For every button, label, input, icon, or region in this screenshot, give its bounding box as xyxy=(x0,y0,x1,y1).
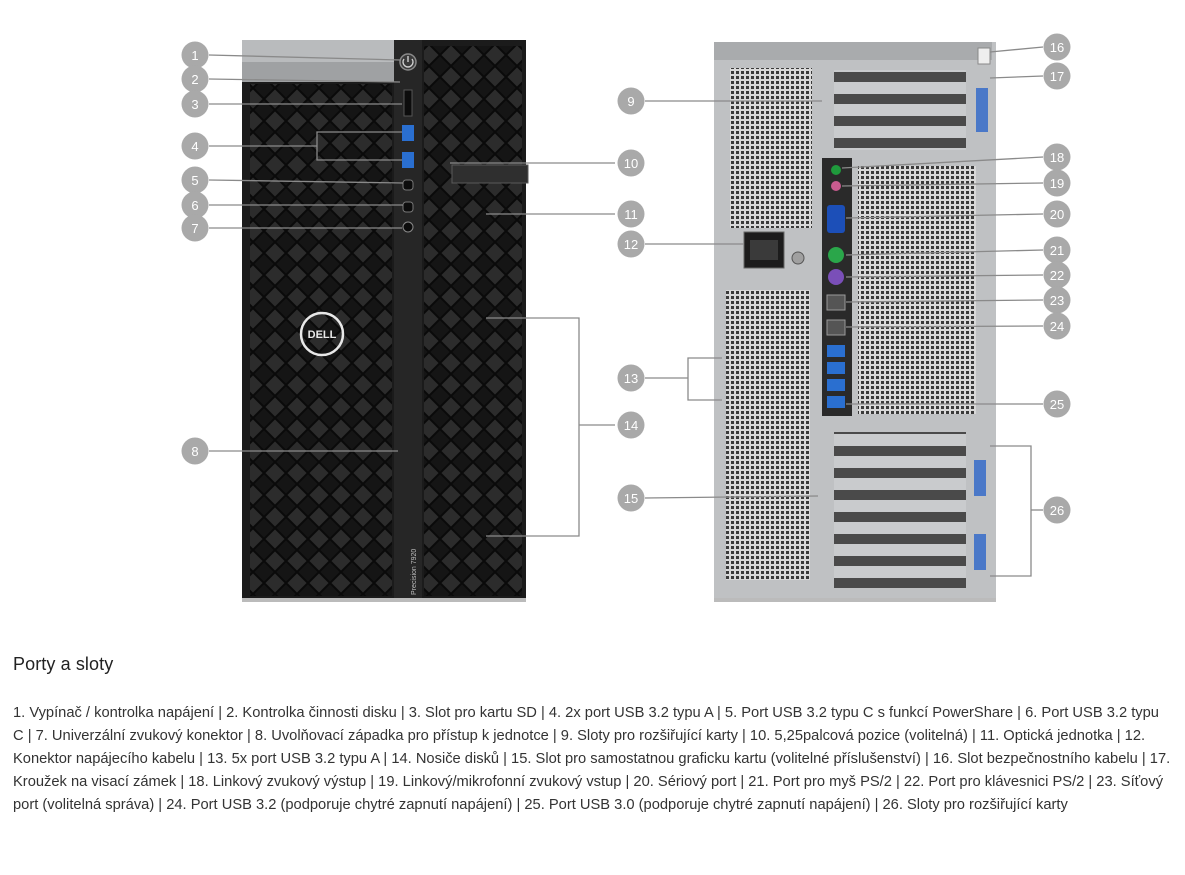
callout-16: 16 xyxy=(1043,33,1071,61)
svg-text:10: 10 xyxy=(624,156,638,171)
callout-5: 5 xyxy=(181,166,209,194)
svg-text:2: 2 xyxy=(191,72,198,87)
svg-text:23: 23 xyxy=(1050,293,1064,308)
svg-text:18: 18 xyxy=(1050,150,1064,165)
svg-text:16: 16 xyxy=(1050,40,1064,55)
callout-13: 13 xyxy=(617,364,645,392)
front-view: DELL Precision 7920 xyxy=(242,40,529,602)
section-title: Porty a sloty xyxy=(13,654,114,674)
callout-8: 8 xyxy=(181,437,209,465)
callout-25: 25 xyxy=(1043,390,1071,418)
callout-10: 10 xyxy=(617,149,645,177)
expansion-slot-clip xyxy=(974,460,986,496)
svg-text:11: 11 xyxy=(624,207,638,222)
network-port xyxy=(826,319,846,336)
lower-expansion-slots xyxy=(834,432,966,588)
audio-jack-icon xyxy=(402,221,414,233)
callout-22: 22 xyxy=(1043,261,1071,289)
rear-view xyxy=(714,42,996,602)
callout-9: 9 xyxy=(617,87,645,115)
svg-text:12: 12 xyxy=(624,237,638,252)
usb-c-powershare-port xyxy=(402,179,414,191)
callout-4: 4 xyxy=(181,132,209,160)
drive-carriers xyxy=(726,290,810,580)
callout-19: 19 xyxy=(1043,169,1071,197)
callout-1: 1 xyxy=(181,41,209,69)
svg-text:22: 22 xyxy=(1050,268,1064,283)
callout-12: 12 xyxy=(617,230,645,258)
svg-text:24: 24 xyxy=(1050,319,1064,334)
ports-legend: 1. Vypínač / kontrolka napájení | 2. Kon… xyxy=(13,705,1171,813)
line-in-jack xyxy=(831,181,841,191)
usb-c-port xyxy=(402,201,414,213)
callout-11: 11 xyxy=(617,200,645,228)
svg-text:9: 9 xyxy=(627,94,634,109)
callout-18: 18 xyxy=(1043,143,1071,171)
usb-a-port xyxy=(402,152,414,168)
svg-text:15: 15 xyxy=(624,491,638,506)
callout-15: 15 xyxy=(617,484,645,512)
psu-vent xyxy=(730,68,812,228)
callout-2: 2 xyxy=(181,65,209,93)
upper-expansion-slots xyxy=(834,70,966,150)
svg-text:3: 3 xyxy=(191,97,198,112)
callout-6: 6 xyxy=(181,191,209,219)
svg-text:7: 7 xyxy=(191,221,198,236)
callout-26: 26 xyxy=(1043,496,1071,524)
dell-logo-text: DELL xyxy=(308,329,337,341)
svg-text:14: 14 xyxy=(624,418,638,433)
main-vent xyxy=(858,166,976,414)
callout-3: 3 xyxy=(181,90,209,118)
workstation-diagram: DELL Precision 7920 xyxy=(181,33,1071,602)
callout-14: 14 xyxy=(617,411,645,439)
svg-text:1: 1 xyxy=(191,48,198,63)
callout-7: 7 xyxy=(181,214,209,242)
svg-text:25: 25 xyxy=(1050,397,1064,412)
security-cable-slot xyxy=(977,47,991,65)
io-panel xyxy=(822,158,852,416)
callout-24: 24 xyxy=(1043,312,1071,340)
svg-text:4: 4 xyxy=(191,139,198,154)
usb-a-port xyxy=(402,125,414,141)
svg-text:5: 5 xyxy=(191,173,198,188)
svg-text:17: 17 xyxy=(1050,69,1064,84)
optical-drive-bay xyxy=(451,164,529,184)
callout-17: 17 xyxy=(1043,62,1071,90)
line-out-jack xyxy=(831,165,841,175)
svg-text:6: 6 xyxy=(191,198,198,213)
front-left-mesh xyxy=(250,84,392,596)
rear-top-cover xyxy=(714,42,992,60)
callouts: 1 2 3 4 5 6 7 8 9 10 11 12 13 14 15 16 1… xyxy=(181,33,1071,524)
dell-logo-icon xyxy=(299,311,345,357)
ps2-keyboard-port xyxy=(828,269,844,285)
svg-text:13: 13 xyxy=(624,371,638,386)
svg-text:26: 26 xyxy=(1050,503,1064,518)
svg-text:19: 19 xyxy=(1050,176,1064,191)
sd-card-slot xyxy=(403,89,413,117)
callout-20: 20 xyxy=(1043,200,1071,228)
callout-21: 21 xyxy=(1043,236,1071,264)
front-control-strip xyxy=(394,40,422,600)
svg-text:20: 20 xyxy=(1050,207,1064,222)
front-right-mesh xyxy=(424,46,522,596)
padlock-ring xyxy=(976,88,988,132)
rear-usb-ports xyxy=(827,345,845,357)
svg-text:21: 21 xyxy=(1050,243,1064,258)
front-model-label: Precision 7920 xyxy=(411,549,418,595)
callout-23: 23 xyxy=(1043,286,1071,314)
svg-text:8: 8 xyxy=(191,444,198,459)
leader-lines xyxy=(208,46,1044,577)
ps2-mouse-port xyxy=(828,247,844,263)
serial-port xyxy=(827,205,845,233)
network-port xyxy=(826,294,846,311)
expansion-slot-clip xyxy=(974,534,986,570)
